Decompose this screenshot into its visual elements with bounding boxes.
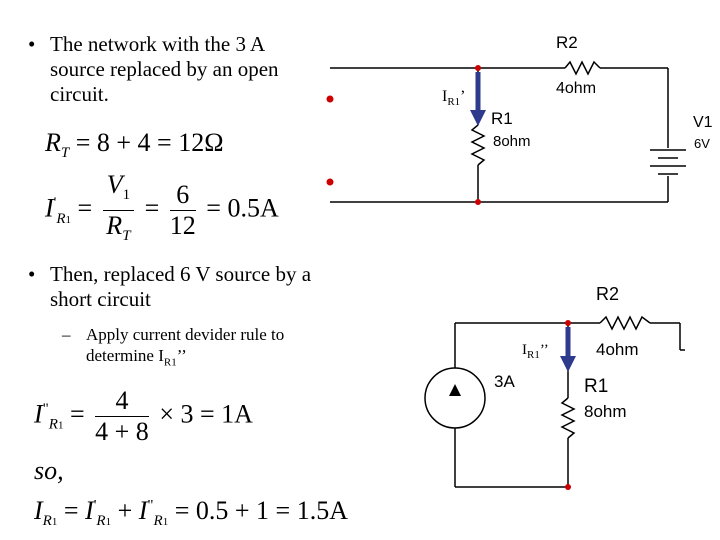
tot-sub-r: R <box>42 513 52 530</box>
c1-nodes <box>326 65 481 205</box>
ir1dp-prime: " <box>42 400 49 417</box>
c1-node-bottom <box>475 199 481 205</box>
c1-current-arrow <box>470 72 486 126</box>
sub-bullet-1-mark: – <box>62 325 71 344</box>
rt-subscript: T <box>60 145 70 162</box>
c1-r2-value: 4ohm <box>556 80 597 97</box>
ir1-eq2: = <box>144 193 160 223</box>
c1-v1-name: V1 <box>693 114 713 131</box>
c2-r2-name: R2 <box>596 284 620 304</box>
c2-nodes <box>565 320 571 490</box>
circuit-1 <box>330 60 686 203</box>
c1-current-sub: R1 <box>447 96 461 109</box>
tot-b-sub-r: R <box>153 513 163 530</box>
frac-num-6: 6 <box>169 180 196 212</box>
c2-current-source-circle <box>424 367 486 429</box>
equation-rt: RT = 8 + 4 = 12Ω <box>45 128 224 162</box>
ir1dp-rhs: × 3 = 1A <box>159 399 253 429</box>
ir1-sub-r: R <box>56 210 66 227</box>
c2-source-value: 3A <box>494 372 515 391</box>
sub-bullet-1: – Apply current devider rule to determin… <box>62 324 332 373</box>
tot-eq: = <box>63 496 79 525</box>
tot-symbol: I <box>34 496 43 525</box>
c2-node-bottom <box>565 484 571 490</box>
c2-r1-value: 8ohm <box>584 402 627 421</box>
c1-r1-name: R1 <box>491 109 513 128</box>
rt-den-symbol: R <box>106 211 123 241</box>
c2-r1-resistor <box>560 397 576 439</box>
bullet-2-text: Then, replaced 6 V source by a short cir… <box>50 262 312 311</box>
frac-den-12: 12 <box>169 211 196 241</box>
c1-open-terminal-bottom <box>326 178 334 186</box>
c1-r2-name: R2 <box>556 33 578 52</box>
c1-current-prime: ’ <box>460 88 466 105</box>
rt-den-sub: T <box>122 228 131 245</box>
fraction-4-12: 4 4 + 8 <box>95 386 149 447</box>
so-text: so, <box>34 456 64 485</box>
fraction-v1-rt: V1 RT <box>102 170 135 251</box>
c2-r2-value: 4ohm <box>596 340 639 359</box>
c2-current-sub: R1 <box>527 349 540 361</box>
rt-symbol: R <box>45 128 61 157</box>
frac-num-4: 4 <box>95 386 149 417</box>
bullet-1: • The network with the 3 A source replac… <box>28 32 328 107</box>
circuit-2 <box>424 315 685 488</box>
ir1-eq: = <box>77 193 93 223</box>
ir1dp-sub-r: R <box>48 416 58 433</box>
sub-bullet-1-text: Apply current devider rule to determine … <box>86 325 285 365</box>
tot-sub-1: 1 <box>51 516 58 529</box>
equation-ir1-prime: I'R1 = V1 RT = 6 12 = 0.5A <box>45 170 279 251</box>
sub-bullet-1-prime: ’’ <box>176 346 187 365</box>
c1-r1-value: 8ohm <box>493 133 531 150</box>
sub-bullet-1-sub: R1 <box>163 356 177 369</box>
c1-node-top <box>475 65 481 71</box>
tot-a-symbol: I <box>85 496 94 525</box>
bullet-2-mark: • <box>28 262 36 286</box>
equation-ir1-double-prime: I"R1 = 4 4 + 8 × 3 = 1A <box>34 386 253 447</box>
tot-plus: + <box>117 496 133 525</box>
ir1-prime: ' <box>53 195 57 211</box>
c2-r1-name: R1 <box>584 376 609 397</box>
c1-current-symbol: I <box>442 88 448 105</box>
ir1dp-eq: = <box>69 399 85 429</box>
c1-current-label: IR1’ <box>442 88 466 108</box>
equation-total: IR1 = I'R1 + I"R1 = 0.5 + 1 = 1.5A <box>34 496 348 530</box>
bullet-2: • Then, replaced 6 V source by a short c… <box>28 262 328 312</box>
ir1dp-sub-1: 1 <box>57 419 64 432</box>
bullet-1-mark: • <box>28 32 36 56</box>
frac-den-4-8: 4 + 8 <box>95 417 149 446</box>
tot-b-prime: " <box>147 497 154 514</box>
c2-current-label: IR1’’ <box>522 342 549 361</box>
tot-b-symbol: I <box>138 496 148 525</box>
c2-r2-resistor <box>599 315 651 331</box>
bullet-1-text: The network with the 3 A source replaced… <box>50 32 279 106</box>
v1-symbol: V <box>106 170 123 199</box>
ir1-symbol: I <box>45 193 54 223</box>
ir1-sub-1: 1 <box>65 213 72 226</box>
c2-current-arrow <box>560 327 576 372</box>
c2-current-prime: ’’ <box>539 342 549 358</box>
c2-source-arrow-icon <box>449 384 461 396</box>
c1-open-terminal-top <box>326 95 334 103</box>
c2-node-top <box>565 320 571 326</box>
c1-r1-resistor <box>470 124 486 166</box>
tot-rhs: = 0.5 + 1 = 1.5A <box>174 496 348 525</box>
tot-b-sub-1: 1 <box>162 516 169 529</box>
v1-sub: 1 <box>122 187 131 204</box>
fraction-6-12: 6 12 <box>169 180 196 241</box>
tot-a-sub-r: R <box>96 513 106 530</box>
c1-v1-value: 6V <box>694 136 710 151</box>
tot-a-prime: ' <box>93 497 97 514</box>
tot-a-sub-1: 1 <box>105 516 112 529</box>
c1-r2-resistor <box>564 60 601 76</box>
c2-current-symbol: I <box>522 342 527 358</box>
ir1dp-symbol: I <box>34 399 43 429</box>
ir1-rhs: = 0.5A <box>206 193 279 223</box>
rt-rhs: = 8 + 4 = 12Ω <box>75 128 224 157</box>
